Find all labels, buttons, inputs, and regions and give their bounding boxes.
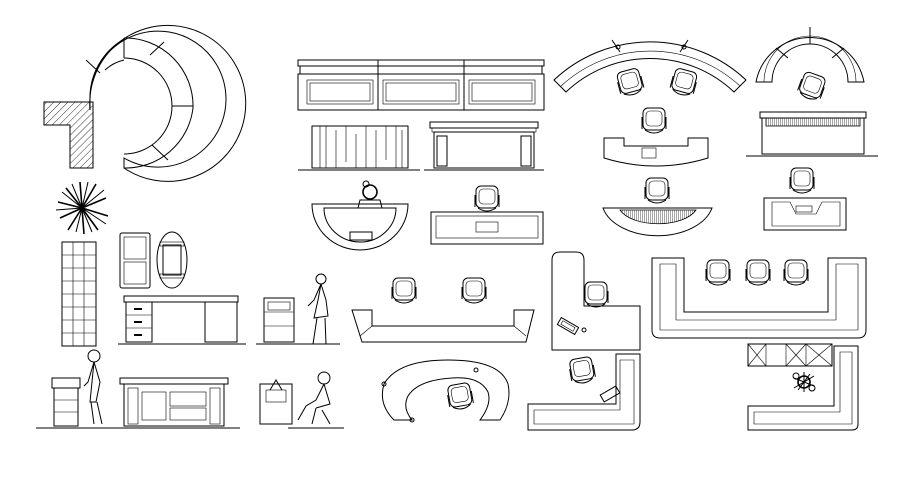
standing-woman-figure xyxy=(306,273,332,345)
reception-elevation-drawers xyxy=(116,377,240,429)
arc-bench-chair-plan xyxy=(755,27,865,103)
office-desk-elevation xyxy=(118,295,246,345)
seated-woman-with-desk xyxy=(259,371,344,429)
curved-counter-two-chairs-plan xyxy=(553,39,747,99)
shelving-elevation xyxy=(61,241,97,347)
side-cabinet-elevation xyxy=(256,297,340,345)
curved-reception-counter-plan xyxy=(85,24,247,182)
semicircle-desk-with-figure xyxy=(311,180,409,251)
l-desk-with-computer-plan xyxy=(551,251,641,351)
slatted-panel-elevation xyxy=(298,125,420,171)
long-counter-two-chairs xyxy=(351,277,535,343)
semicircle-desk-hatched-plan xyxy=(602,177,713,237)
small-desk-chair-plan xyxy=(763,167,847,231)
seated-person-plan xyxy=(357,180,383,209)
l-counter-with-plant-and-grid xyxy=(747,343,859,431)
oval-table-plan xyxy=(156,231,188,289)
desk-with-chair-plan xyxy=(430,185,544,245)
counter-front-elevation xyxy=(424,121,544,171)
reception-desk-plan xyxy=(603,107,709,167)
l-counter-chair-plan xyxy=(527,353,641,431)
u-counter-three-chairs-plan xyxy=(651,257,867,339)
podium-with-standing-man xyxy=(36,349,116,429)
sofa-pair-plan xyxy=(119,232,151,289)
potted-plant-plan xyxy=(55,181,109,235)
reception-counter-elevation-wide xyxy=(297,59,545,111)
counter-side-elevation xyxy=(746,111,878,157)
curved-desk-with-chair-plan xyxy=(381,359,510,423)
column-hatch xyxy=(43,101,94,169)
plant-plan xyxy=(792,372,816,392)
